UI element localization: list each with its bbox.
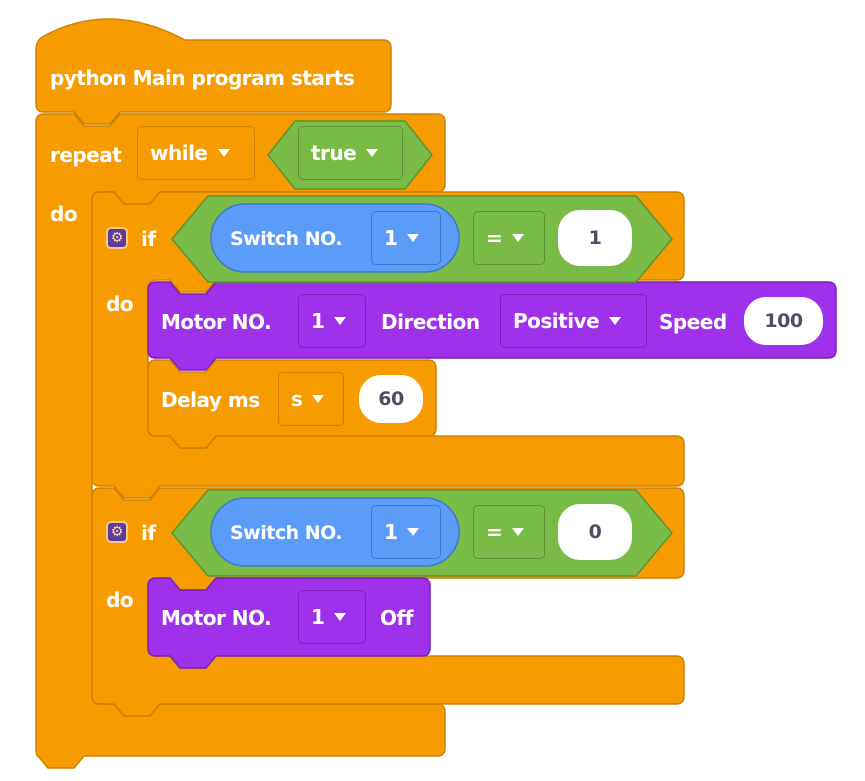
if-2-do-label: do [106, 588, 134, 612]
operator-1-dropdown[interactable]: = [473, 211, 545, 265]
switch-1-number: 1 [384, 226, 398, 250]
chevron-down-icon [512, 528, 525, 536]
switch-2-number: 1 [384, 520, 398, 544]
true-dropdown[interactable]: true [298, 126, 403, 180]
chevron-down-icon [217, 149, 230, 157]
chevron-down-icon [407, 528, 420, 536]
speed-input[interactable]: 100 [744, 297, 823, 345]
direction-label: Direction [381, 310, 480, 334]
chevron-down-icon [407, 234, 420, 242]
direction-value: Positive [513, 309, 600, 333]
chevron-down-icon [512, 234, 525, 242]
repeat-mode-dropdown[interactable]: while [137, 126, 255, 180]
true-value: true [311, 141, 357, 165]
gear-icon[interactable]: ⚙ [106, 227, 128, 249]
hat-block[interactable] [35, 18, 392, 125]
switch-2-label: Switch NO. [230, 522, 343, 544]
chevron-down-icon [366, 149, 379, 157]
switch-2-number-dropdown[interactable]: 1 [371, 505, 441, 559]
hat-block-label: python Main program starts [50, 66, 355, 90]
if-1-keyword: if [141, 227, 156, 251]
delay-label: Delay ms [161, 388, 260, 412]
motor-off-number: 1 [311, 605, 325, 629]
motor-run-number: 1 [311, 309, 325, 333]
switch-1-number-dropdown[interactable]: 1 [371, 211, 441, 265]
chevron-down-icon [312, 395, 325, 403]
motor-off-state-label: Off [380, 606, 413, 630]
gear-icon[interactable]: ⚙ [106, 521, 128, 543]
if-1-do-label: do [106, 292, 134, 316]
chevron-down-icon [334, 317, 347, 325]
chevron-down-icon [334, 613, 347, 621]
speed-label: Speed [659, 310, 727, 334]
switch-1-label: Switch NO. [230, 228, 343, 250]
chevron-down-icon [609, 317, 622, 325]
repeat-mode-value: while [150, 141, 208, 165]
motor-run-number-dropdown[interactable]: 1 [298, 294, 366, 348]
operator-1-value: = [486, 226, 503, 250]
delay-unit-dropdown[interactable]: s [278, 372, 344, 426]
delay-unit-value: s [291, 387, 303, 411]
delay-value-input[interactable]: 60 [359, 375, 423, 423]
compare-1-value-input[interactable]: 1 [558, 210, 632, 266]
motor-off-label: Motor NO. [161, 606, 272, 630]
repeat-label: repeat [50, 143, 122, 167]
motor-off-number-dropdown[interactable]: 1 [298, 590, 366, 644]
compare-2-value-input[interactable]: 0 [558, 504, 632, 560]
if-2-keyword: if [141, 521, 156, 545]
repeat-do-label: do [50, 202, 78, 226]
motor-run-label: Motor NO. [161, 310, 272, 334]
direction-dropdown[interactable]: Positive [500, 294, 647, 348]
operator-2-value: = [486, 520, 503, 544]
operator-2-dropdown[interactable]: = [473, 505, 545, 559]
